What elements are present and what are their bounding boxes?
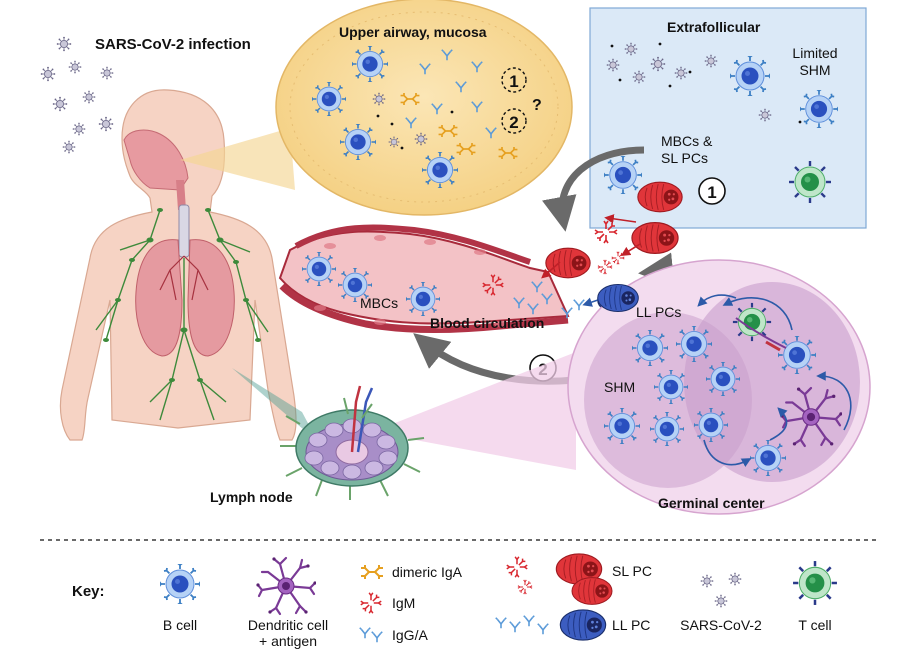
key-plasma-cells: SL PC LL PC xyxy=(494,553,652,641)
mucosa-zoom-wedge xyxy=(180,128,295,190)
key-igga-label: IgG/A xyxy=(392,627,428,643)
route-1-number: 1 xyxy=(707,183,716,202)
ll-pcs-label: LL PCs xyxy=(636,304,681,320)
key-t-cell-label: T cell xyxy=(798,617,831,633)
shm-label: SHM xyxy=(604,379,635,395)
mucosa-route-1: 1 xyxy=(509,72,518,91)
key-virus-label: SARS-CoV-2 xyxy=(680,617,762,633)
key-virus: SARS-CoV-2 xyxy=(680,572,762,633)
key-dendritic-label-2: + antigen xyxy=(259,633,317,649)
route-1-badge xyxy=(698,177,726,205)
extrafollicular-panel xyxy=(589,7,867,229)
key-t-cell: T cell xyxy=(792,560,838,633)
mucosa-panel xyxy=(275,0,573,216)
key-b-cell-label: B cell xyxy=(163,617,197,633)
blood-vessel xyxy=(278,224,570,333)
germinal-center-zoom-wedge xyxy=(372,352,576,470)
key-igm-label: IgM xyxy=(392,595,415,611)
mucosa-label: Upper airway, mucosa xyxy=(339,24,487,40)
human-body-figure xyxy=(59,89,297,441)
mucosa-question-mark: ? xyxy=(532,97,542,114)
key-dendritic-label-1: Dendritic cell xyxy=(248,617,328,633)
key-ll-pc-label: LL PC xyxy=(612,617,650,633)
key-sl-pc-label: SL PC xyxy=(612,563,652,579)
mucosa-route-2: 2 xyxy=(509,113,518,132)
key-dendritic-cell: Dendritic cell + antigen xyxy=(248,556,328,649)
key-antibodies: dimeric IgA IgM IgG/A xyxy=(358,564,463,644)
route-1-arrow xyxy=(542,146,645,232)
key-dimeric-iga-label: dimeric IgA xyxy=(392,564,463,580)
limited-shm-line-1: Limited xyxy=(792,45,837,61)
mbcs-label: MBCs xyxy=(360,295,398,311)
germinal-center-panel xyxy=(567,259,871,515)
extrafollicular-label: Extrafollicular xyxy=(667,19,761,35)
lymph-node-figure xyxy=(280,385,425,500)
germinal-center-label: Germinal center xyxy=(658,495,765,511)
mbcs-slpcs-line-2: SL PCs xyxy=(661,150,708,166)
mbcs-slpcs-line-1: MBCs & xyxy=(661,133,713,149)
lymph-node-label: Lymph node xyxy=(210,489,293,505)
title-label: SARS-CoV-2 infection xyxy=(95,36,251,53)
virus-cloud xyxy=(40,36,114,154)
lymph-node-zoom-wedge xyxy=(232,368,318,442)
key-b-cell: B cell xyxy=(160,564,200,633)
key-title: Key: xyxy=(72,583,105,600)
blood-circulation-label: Blood circulation xyxy=(430,315,544,331)
limited-shm-line-2: SHM xyxy=(799,62,830,78)
plasma-cell-cluster xyxy=(541,214,679,320)
